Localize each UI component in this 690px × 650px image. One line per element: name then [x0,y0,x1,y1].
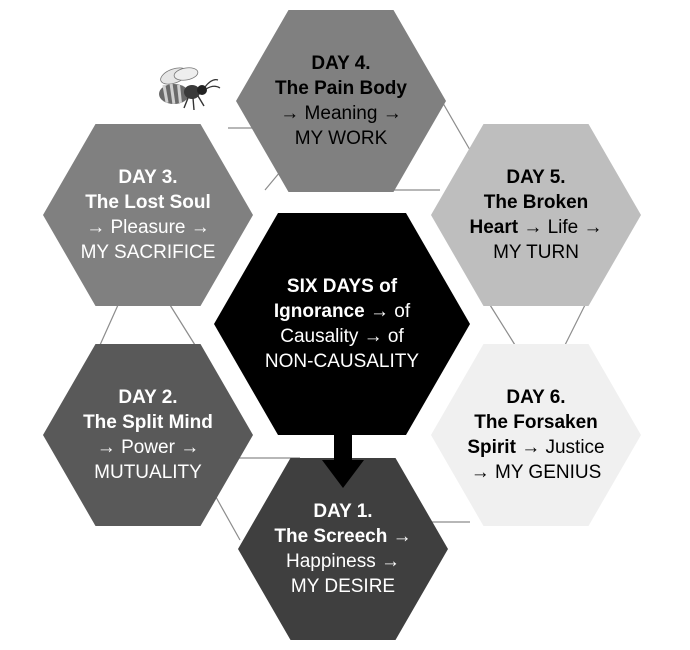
day6-detail: Justice → MY GENIUS [470,437,605,483]
day1-detail: → Happiness → MY DESIRE [285,526,412,597]
day3-subtitle: The Lost Soul [85,192,211,213]
center-line3: Causality → of [280,326,404,347]
center-line2-rest: of [388,301,411,322]
day2-detail: Power → MUTUALITY [94,437,202,483]
center-line1: SIX DAYS of [286,276,398,297]
day6-title: DAY 6. [506,387,566,408]
day6-hexagon: DAY 6. The Forsaken Spirit → Justice → M… [431,344,641,526]
day3-detail: → Pleasure → MY SACRIFICE [80,217,216,263]
center-line4: NON-CAUSALITY [264,351,420,372]
day6-subtitle: The Forsaken Spirit → [467,412,598,458]
day2-title: DAY 2. [118,387,178,408]
day2-hexagon: DAY 2. The Split Mind → Power → MUTUALIT… [43,344,253,526]
day4-subtitle: The Pain Body → [275,78,407,124]
day5-detail: Life → MY TURN [493,217,603,263]
day2-subtitle: The Split Mind → [83,412,213,458]
center-line2-bold: Ignorance → [273,301,389,322]
day4-title: DAY 4. [311,53,371,74]
bee-icon [159,67,221,111]
day5-subtitle: The Broken Heart → [469,192,589,238]
day3-title: DAY 3. [118,167,178,188]
day4-detail: Meaning → MY WORK [294,103,402,149]
day1-subtitle: The Screech [274,526,388,547]
day1-title: DAY 1. [313,501,373,522]
day5-title: DAY 5. [506,167,566,188]
